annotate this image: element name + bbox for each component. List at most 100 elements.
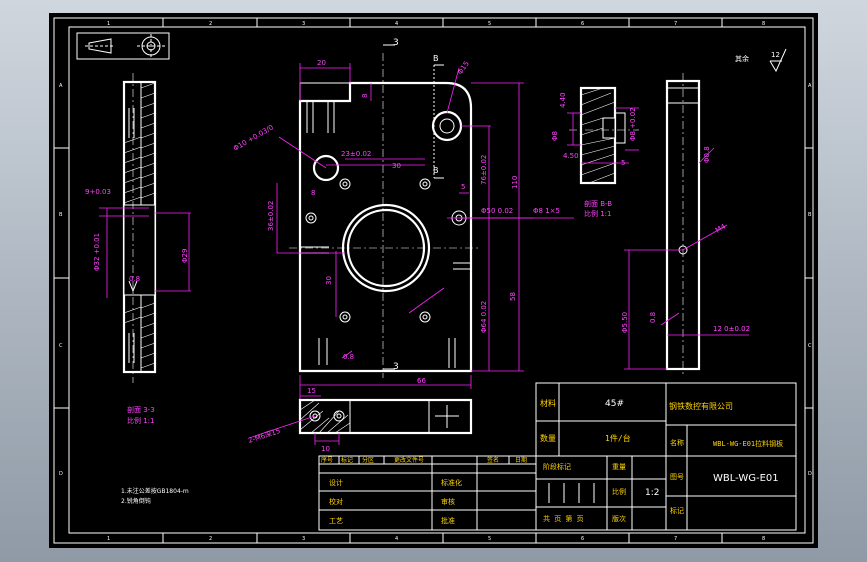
grid-top-2: 2 [209,21,212,27]
dim-r-08: 0.8 [343,353,354,361]
grid-bottom-8: 8 [762,536,765,542]
dim-left-9: 9+0.03 [85,188,111,196]
dim-top-8: 8 [361,94,369,98]
dim-dia-50: Φ50 0.02 [481,207,513,215]
dim-hole-15: Φ15 [456,60,471,76]
dim-rt-440: 4.40 [559,92,567,108]
inner-border [68,26,806,534]
tech-note-2: 2.锐角倒钝 [121,497,151,505]
dim-rp-m: M4 [714,222,728,234]
grid-bottom-1: 1 [107,536,110,542]
grid-bottom-2: 2 [209,536,212,542]
grid-left-a: A [59,83,63,89]
rev-header-3: 更改文件号 [394,456,424,464]
grid-labels: 1 2 3 4 5 6 7 8 1 2 3 4 5 6 7 8 A B C D … [59,21,812,542]
dim-v-30: 30 [325,276,333,285]
grid-bottom-5: 5 [488,536,491,542]
projection-symbol [76,32,170,60]
dim-w-15: 15 [307,387,316,395]
process-label: 工艺 [329,517,343,525]
section-2-label: 3 [393,362,399,372]
main-view-dimensions: 20 8 Φ15 Φ10 +0.03/0 23±0.02 30 5 8 Φ50 … [232,59,574,401]
grid-bottom-7: 7 [674,536,677,542]
grid-right-b: B [808,212,812,218]
grid-top-5: 5 [488,21,491,27]
rev-header-2: 分区 [362,456,374,464]
grid-bottom-4: 4 [395,536,398,542]
dim-rt-450: 4.50 [563,152,579,160]
dim-pos-23: 23±0.02 [341,150,371,158]
scale-label: 比例 [612,487,626,496]
dim-dia-8: Φ8 1×5 [533,207,560,215]
dim-rp-550: Φ5.50 [621,312,629,333]
right-profile-dimensions: Φ0.8 Φ5.50 12 0±0.02 0.8 M4 [621,146,750,370]
grid-left-d: D [59,471,63,477]
dim-w-10: 10 [321,445,330,453]
rev-header-4: 签名 [487,456,499,464]
section-b-mid-label: B [433,166,439,175]
grid-right-d: D [808,471,812,477]
dim-dist-5: 5 [461,183,465,191]
dim-top-20: 20 [317,59,326,67]
scale-value: 1:2 [645,488,659,498]
main-view-labels: 3 3 B B [393,38,439,372]
grid-left-b: B [59,212,63,218]
dim-h-76: 76±0.02 [480,155,488,185]
section-3-label: 3 [393,38,399,48]
outer-border [53,17,814,544]
quantity-label: 数量 [540,433,556,443]
roughness-value: 12 [771,51,780,59]
grid-ticks [54,18,813,543]
title-block [318,382,797,531]
standard-label: 标准化 [441,478,462,487]
grid-bottom-6: 6 [581,536,584,542]
drawing-no: WBL-WG-E01 [713,473,779,484]
dim-v-36: 36±0.02 [267,201,275,231]
design-label: 设计 [329,478,343,487]
grid-top-1: 1 [107,21,110,27]
rev-header-1: 标记 [341,456,353,464]
grid-left-c: C [59,343,63,349]
grid-top-8: 8 [762,21,765,27]
dim-rp-08b: 0.8 [649,312,657,323]
bottom-section-dimensions: 15 10 2-M6深15 [247,387,340,453]
grid-top-6: 6 [581,21,584,27]
part-name: WBL-WG-E01拉料钢板 [713,439,783,448]
caption-left-2: 比例 1:1 [127,416,155,425]
right-top-dimensions: 4.40 Φ8 4.50 5 Φ8 +0.02 [551,92,639,167]
dim-left-29: Φ29 [181,249,189,263]
roughness-label: 其余 [735,54,749,63]
caption-left-1: 剖面 3-3 [127,405,155,414]
caption-right-1: 剖面 B-B [584,199,612,208]
dim-rt-8: Φ8 [551,131,559,141]
grid-right-a: A [808,83,812,89]
cad-drawing: 1 2 3 4 5 6 7 8 1 2 3 4 5 6 7 8 A B C D … [53,17,814,544]
grid-right-c: C [808,343,812,349]
tech-note-1: 1.未注公差按GB1804-m [121,487,189,495]
drawing-no-label: 图号 [670,473,684,481]
caption-right-2: 比例 1:1 [584,209,612,218]
company-name: 钢铁数控有限公司 [669,401,733,411]
version-label: 版次 [612,514,626,523]
stage-label: 阶段标记 [543,462,571,471]
dim-h-64: Φ64 0.02 [480,301,488,333]
sheet-total: 共 页 第 页 [543,514,584,523]
review-label: 审核 [441,497,455,506]
proofread-label: 校对 [329,497,343,506]
grid-top-3: 3 [302,21,305,27]
dim-left-08: 0.8 [129,275,140,283]
approve-label: 批准 [441,516,455,525]
bottom-section-view [298,398,473,435]
rev-header-5: 日期 [515,456,527,464]
rev-header-0: 序号 [321,456,333,464]
dim-h-110: 110 [511,176,519,189]
grid-top-7: 7 [674,21,677,27]
grid-bottom-3: 3 [302,536,305,542]
dim-pos-30: 30 [392,162,401,170]
dim-left-32: Φ32 +0.01 [93,233,101,271]
dim-holes-2x6: 2-M6深15 [247,426,282,445]
dim-rp-12: 12 0±0.02 [713,325,750,333]
dim-hole-10: Φ10 +0.03/0 [232,123,275,152]
material-label: 材料 [540,398,556,408]
right-top-section-view [569,86,639,185]
